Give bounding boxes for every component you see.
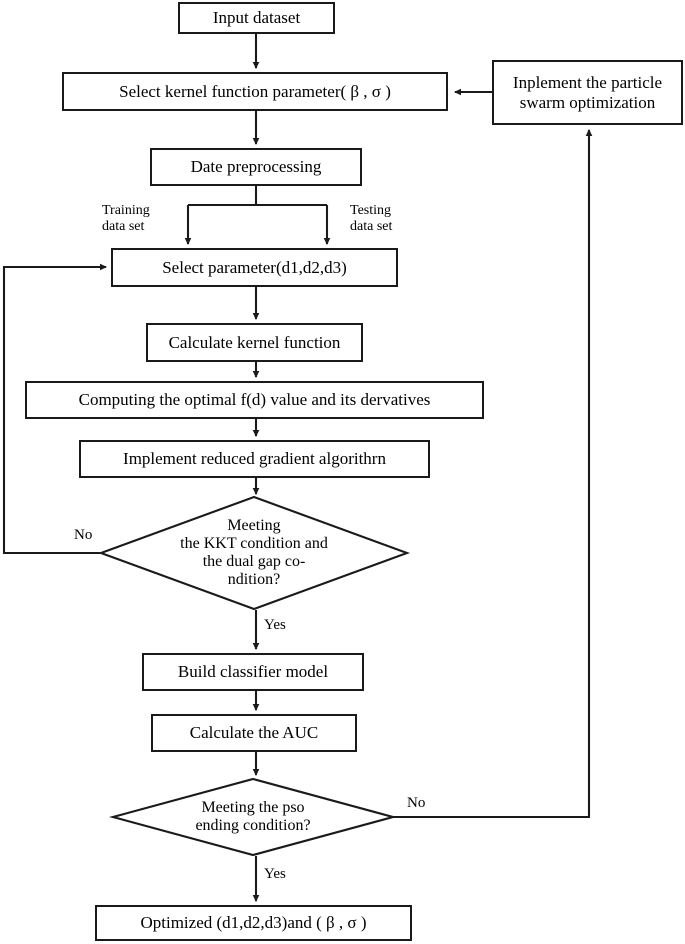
edge-label-testing-data-set: Testing data set xyxy=(350,203,393,234)
node-input-dataset-label: Input dataset xyxy=(212,8,301,28)
node-calculate-kernel-function-label: Calculate kernel function xyxy=(168,332,341,352)
node-optimized-output[interactable]: Optimized (d1,d2,d3)and ( β , σ ) xyxy=(95,905,412,941)
edge-pso-no-loopback xyxy=(393,128,593,819)
node-computing-optimal-value[interactable]: Computing the optimal f(d) value and its… xyxy=(25,381,484,419)
node-input-dataset[interactable]: Input dataset xyxy=(178,2,335,34)
edge-label-pso-yes: Yes xyxy=(264,866,286,882)
edge-label-kkt-yes: Yes xyxy=(264,617,286,633)
node-date-preprocessing[interactable]: Date preprocessing xyxy=(150,148,362,186)
node-calculate-kernel-function[interactable]: Calculate kernel function xyxy=(146,323,363,362)
node-implement-reduced-gradient-label: Implement reduced gradient algorithrn xyxy=(123,449,386,469)
node-implement-particle-swarm-optimization[interactable]: Inplement the particle swarm optimizatio… xyxy=(492,60,683,125)
pso-decision-diamond-shape xyxy=(108,777,398,857)
node-build-classifier-model-label: Build classifier model xyxy=(177,662,329,682)
kkt-decision-diamond-shape xyxy=(97,495,411,611)
node-select-parameter[interactable]: Select parameter(d1,d2,d3) xyxy=(111,248,398,287)
edge-label-pso-no: No xyxy=(407,795,426,811)
node-kkt-decision[interactable]: Meeting the KKT condition and the dual g… xyxy=(97,495,411,611)
edge-kkt-no-loopback xyxy=(2,263,108,555)
edge-label-kkt-no: No xyxy=(74,527,93,543)
node-select-kernel-function[interactable]: Select kernel function parameter( β , σ … xyxy=(62,72,448,111)
node-implement-reduced-gradient[interactable]: Implement reduced gradient algorithrn xyxy=(79,440,430,478)
node-pso-ending-decision[interactable]: Meeting the pso ending condition? xyxy=(108,777,398,857)
node-calculate-auc-label: Calculate the AUC xyxy=(189,723,319,743)
node-date-preprocessing-label: Date preprocessing xyxy=(190,157,322,177)
edge-label-training-data-set: Training data set xyxy=(102,203,150,234)
node-calculate-auc[interactable]: Calculate the AUC xyxy=(151,714,357,752)
node-select-parameter-label: Select parameter(d1,d2,d3) xyxy=(162,257,347,277)
node-optimized-output-label: Optimized (d1,d2,d3)and ( β , σ ) xyxy=(140,913,367,933)
node-computing-optimal-value-label: Computing the optimal f(d) value and its… xyxy=(78,390,431,410)
node-implement-particle-swarm-optimization-label: Inplement the particle swarm optimizatio… xyxy=(512,72,663,112)
node-build-classifier-model[interactable]: Build classifier model xyxy=(142,653,364,691)
node-select-kernel-function-label: Select kernel function parameter( β , σ … xyxy=(119,81,391,101)
